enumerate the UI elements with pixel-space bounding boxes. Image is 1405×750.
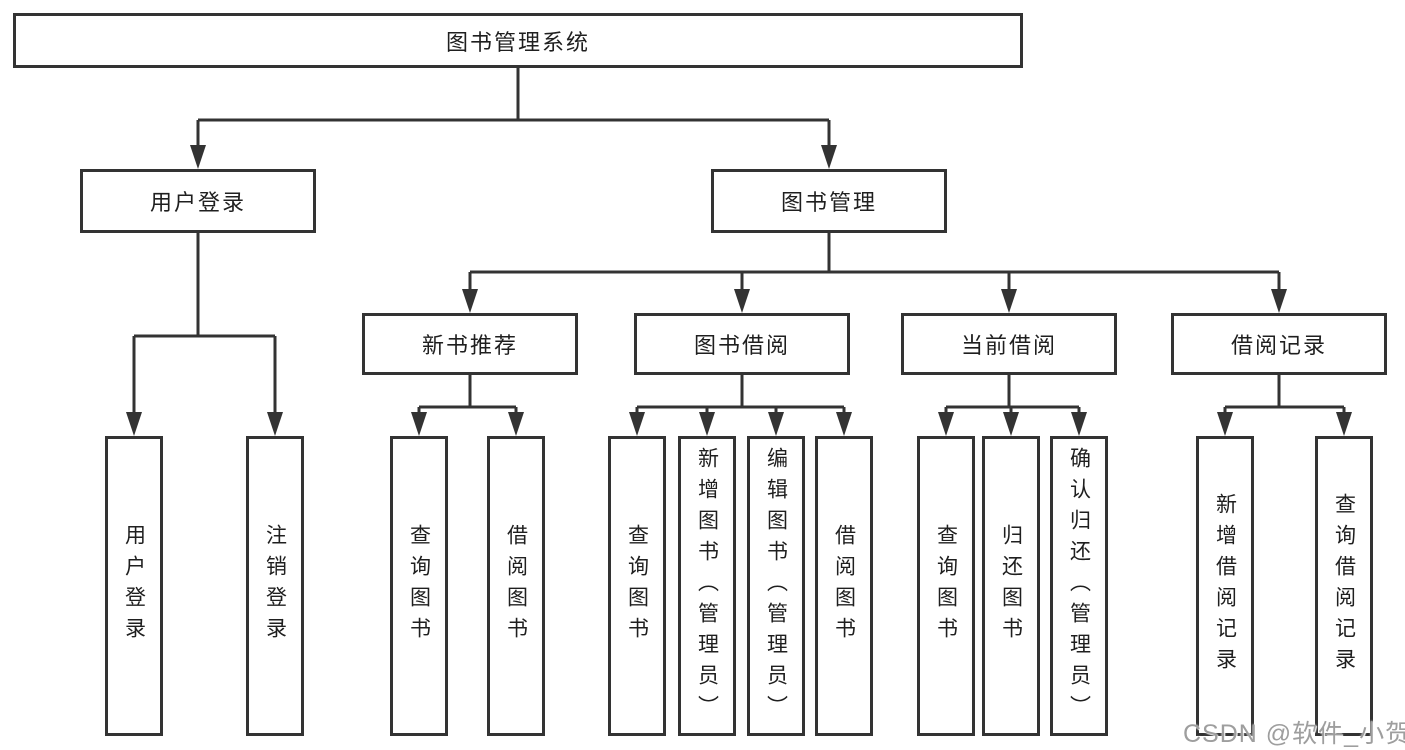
node-borrowing-records: 借阅记录 bbox=[1171, 313, 1387, 375]
node-book-borrowing: 图书借阅 bbox=[634, 313, 850, 375]
leaf-user-login: 用户登录 bbox=[105, 436, 163, 736]
arrowheads bbox=[126, 145, 1352, 436]
leaf-add-book-admin: 新增图书（管理员） bbox=[678, 436, 736, 736]
leaf-borrow-books-recommend: 借阅图书 bbox=[487, 436, 545, 736]
leaf-query-books-borrowing: 查询图书 bbox=[608, 436, 666, 736]
leaf-borrow-books: 借阅图书 bbox=[815, 436, 873, 736]
csdn-watermark: CSDN @软件_小贺同学 bbox=[1183, 720, 1405, 748]
node-library-system: 图书管理系统 bbox=[13, 13, 1023, 68]
leaf-add-borrow-record: 新增借阅记录 bbox=[1196, 436, 1254, 736]
leaf-query-borrow-record: 查询借阅记录 bbox=[1315, 436, 1373, 736]
leaf-edit-book-admin: 编辑图书（管理员） bbox=[747, 436, 805, 736]
node-new-book-recommendation: 新书推荐 bbox=[362, 313, 578, 375]
leaf-confirm-return-admin: 确认归还（管理员） bbox=[1050, 436, 1108, 736]
leaf-query-books-recommend: 查询图书 bbox=[390, 436, 448, 736]
node-book-management: 图书管理 bbox=[711, 169, 947, 233]
leaf-return-books: 归还图书 bbox=[982, 436, 1040, 736]
node-user-login: 用户登录 bbox=[80, 169, 316, 233]
leaf-logout-login: 注销登录 bbox=[246, 436, 304, 736]
leaf-query-books-current: 查询图书 bbox=[917, 436, 975, 736]
node-current-borrowing: 当前借阅 bbox=[901, 313, 1117, 375]
